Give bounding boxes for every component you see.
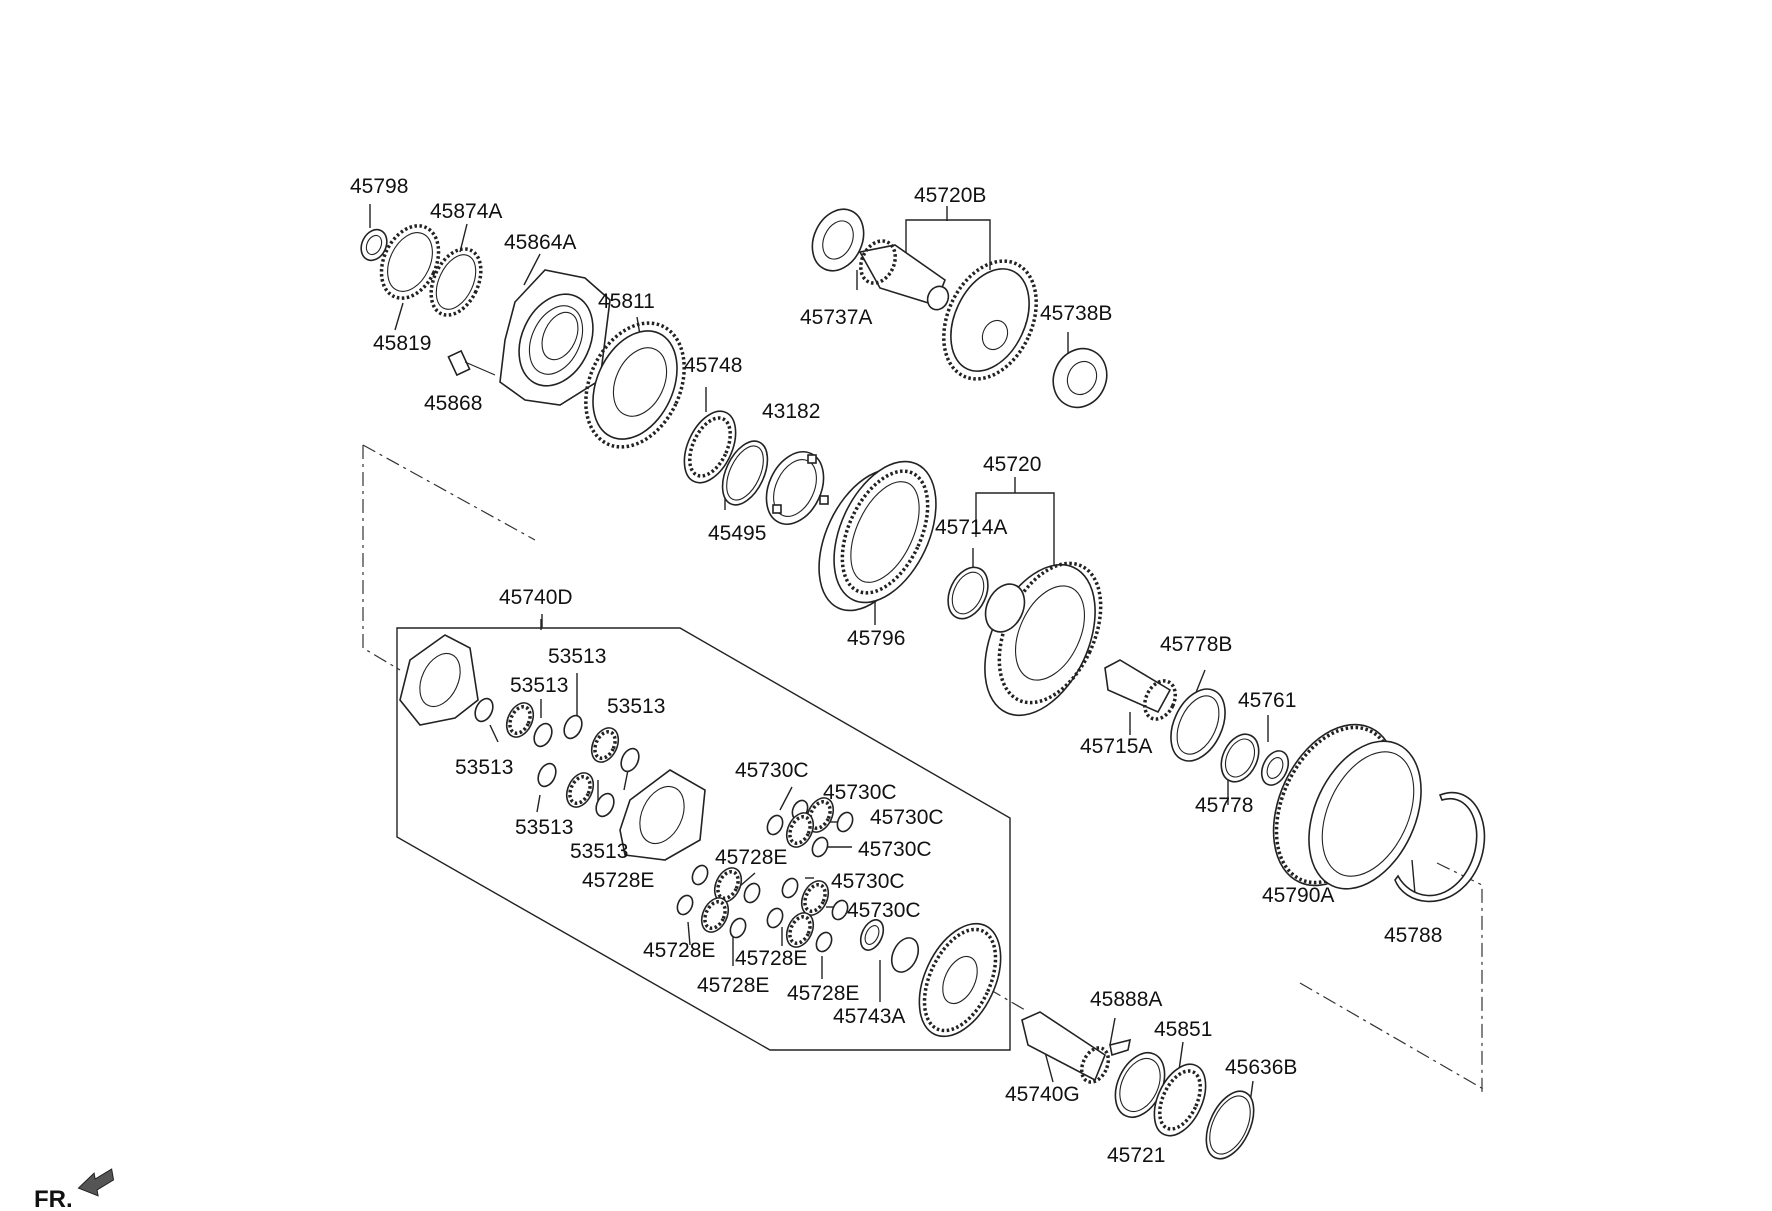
label-45730C-f: 45730C: [847, 899, 921, 922]
part-45788-snap-ring: [1394, 792, 1486, 903]
part-45636B-ring: [1205, 1090, 1255, 1160]
label-45851: 45851: [1154, 1018, 1212, 1041]
label-45728E-f: 45728E: [787, 982, 859, 1005]
label-53513-a: 53513: [548, 645, 606, 668]
label-45798: 45798: [350, 175, 408, 198]
label-45788: 45788: [1384, 924, 1442, 947]
label-45636B: 45636B: [1225, 1056, 1297, 1079]
label-45778: 45778: [1195, 794, 1253, 817]
part-45864A-housing: [499, 269, 611, 406]
label-45721: 45721: [1107, 1144, 1165, 1167]
part-45868-bolt: [447, 349, 496, 377]
label-45714A: 45714A: [935, 516, 1007, 539]
label-45740G: 45740G: [1005, 1083, 1080, 1106]
label-53513-e: 53513: [515, 816, 573, 839]
label-45728E-d: 45728E: [735, 947, 807, 970]
label-45728E-e: 45728E: [697, 974, 769, 997]
label-45728E-a: 45728E: [715, 846, 787, 869]
part-45738B-bearing: [1052, 347, 1108, 409]
part-45851-bearing: [1153, 1063, 1207, 1137]
label-45730C-a: 45730C: [735, 759, 809, 782]
part-labels: 45798 45874A 45864A 45819 45868 45811 45…: [34, 175, 1442, 1211]
part-45888A-pin: [1109, 1038, 1132, 1057]
label-45740D: 45740D: [499, 586, 573, 609]
label-45730C-c: 45730C: [870, 806, 944, 829]
label-45796: 45796: [847, 627, 905, 650]
label-45715A: 45715A: [1080, 735, 1152, 758]
group-outline-45740D: [396, 627, 1011, 1051]
part-43182-retainer: [765, 451, 829, 525]
part-45714A-ring: [947, 566, 989, 620]
label-53513-c: 53513: [607, 695, 665, 718]
label-45868: 45868: [424, 392, 482, 415]
label-45761: 45761: [1238, 689, 1296, 712]
part-45737A-bearing: [811, 208, 865, 272]
label-45728E-b: 45728E: [582, 869, 654, 892]
label-45720: 45720: [983, 453, 1041, 476]
front-marker-label: FR.: [34, 1186, 73, 1211]
label-45743A: 45743A: [833, 1005, 905, 1028]
label-45720B: 45720B: [914, 184, 986, 207]
part-45798-ring: [360, 228, 388, 262]
part-45874A-snap-ring: [429, 247, 483, 317]
label-45737A: 45737A: [800, 306, 872, 329]
label-45730C-b: 45730C: [823, 781, 897, 804]
part-45720-carrier: [984, 561, 1103, 717]
part-45740D-carrier-assembly: [399, 634, 1002, 1038]
part-45790A-drum: [1272, 723, 1422, 890]
label-45819: 45819: [373, 332, 431, 355]
part-45811-gear: [584, 321, 686, 449]
label-53513-d: 53513: [455, 756, 513, 779]
label-45730C-e: 45730C: [831, 870, 905, 893]
part-45748-thrust-bearing: [683, 410, 737, 484]
part-45720B-shaft-gear: [858, 239, 1038, 381]
label-53513-f: 53513: [570, 840, 628, 863]
label-43182: 43182: [762, 400, 820, 423]
part-45740G-shaft: [1021, 1011, 1111, 1084]
part-45819-toothed-ring: [379, 224, 441, 300]
label-45888A: 45888A: [1090, 988, 1162, 1011]
part-45495-ring: [721, 440, 769, 506]
label-53513-b: 53513: [510, 674, 568, 697]
label-45778B: 45778B: [1160, 633, 1232, 656]
part-45721-ring: [1114, 1052, 1166, 1118]
part-45796-drum: [818, 460, 937, 612]
label-45730C-d: 45730C: [858, 838, 932, 861]
label-45864A: 45864A: [504, 231, 576, 254]
label-45748: 45748: [684, 354, 742, 377]
label-45495: 45495: [708, 522, 766, 545]
label-45728E-c: 45728E: [643, 939, 715, 962]
part-45761-washer: [1260, 750, 1290, 786]
label-45811: 45811: [598, 290, 655, 313]
part-45778B-retainer: [1170, 688, 1226, 762]
label-45738B: 45738B: [1040, 302, 1112, 325]
front-direction-arrow-icon: [77, 1168, 115, 1197]
label-45874A: 45874A: [430, 200, 502, 223]
part-45778-ring: [1220, 733, 1260, 783]
part-45715A-shaft: [1104, 659, 1177, 721]
label-45790A: 45790A: [1262, 884, 1334, 907]
